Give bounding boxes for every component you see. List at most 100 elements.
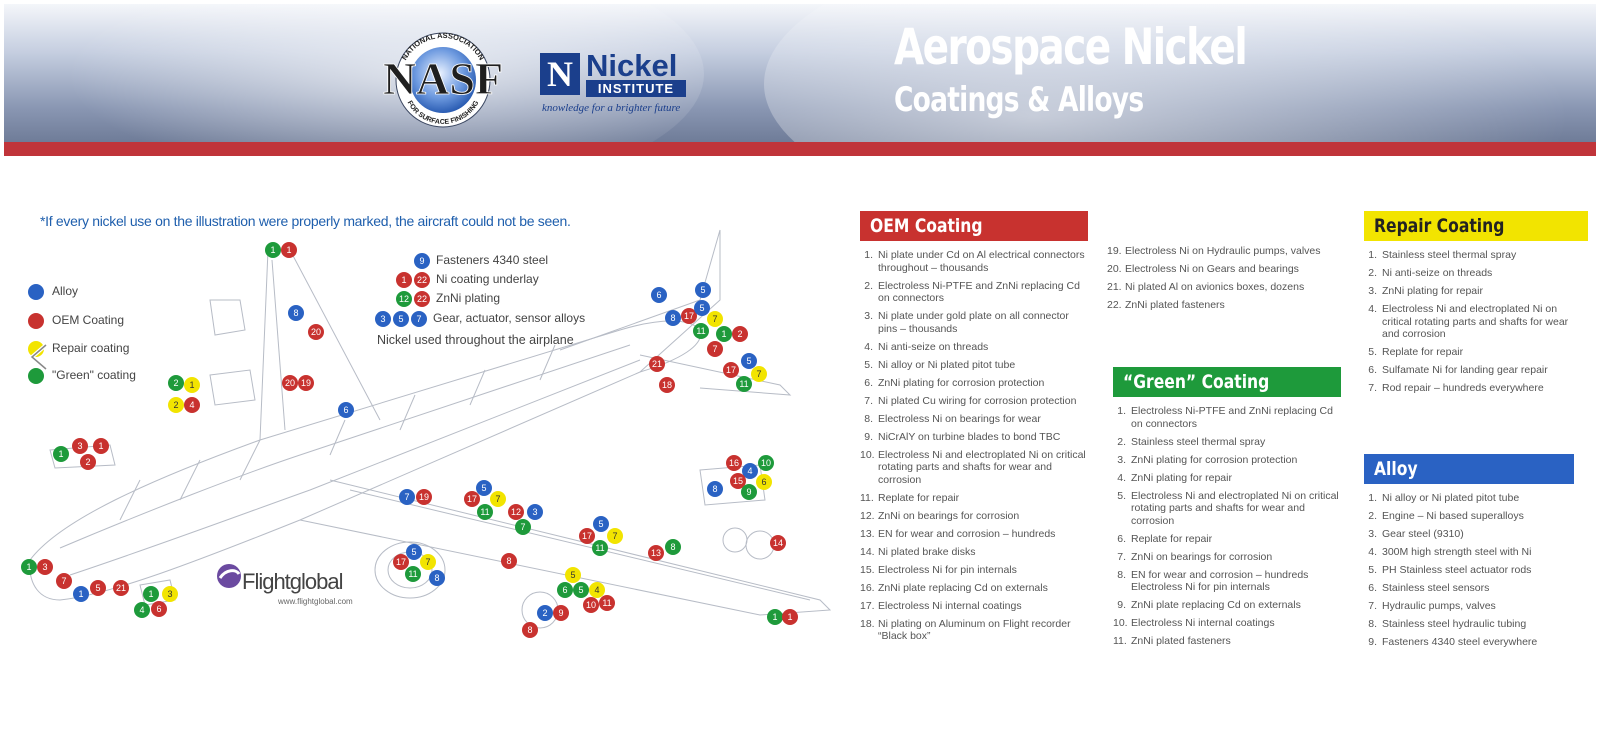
alloy-header: Alloy (1364, 454, 1574, 484)
yellow-dot-icon (28, 341, 44, 357)
list-item: 5. Electroless Ni and electroplated Ni on… (1113, 490, 1341, 528)
list-item: 5.Ni alloy or Ni plated pitot tube (860, 359, 1088, 372)
item-number: 12. (860, 509, 875, 522)
callout-marker: 9 (741, 484, 757, 500)
item-text: NiCrAlY on turbine blades to bond TBC (878, 430, 1061, 443)
callout-marker: 11 (599, 595, 615, 611)
list-item: 14.Ni plated brake disks (860, 546, 1088, 559)
callout-marker: 1 (143, 586, 159, 602)
list-item: 5.PH Stainless steel actuator rods (1364, 564, 1574, 577)
list-item: 6.Replate for repair (1113, 533, 1341, 546)
callout-marker: 14 (770, 535, 786, 551)
list-item: 3.Gear steel (9310) (1364, 528, 1574, 541)
callout-marker: 20 (308, 324, 324, 340)
item-number: 7. (1368, 382, 1377, 394)
list-item: 21.Ni plated Al on avionics boxes, dozen… (1107, 281, 1337, 294)
callout-marker: 1 (73, 586, 89, 602)
list-item: 8.Electroless Ni on bearings for wear (860, 413, 1088, 426)
callout-marker: 3 (72, 438, 88, 454)
legend-oem: OEM Coating (28, 313, 124, 329)
callout-marker: 15 (730, 473, 746, 489)
item-text: ZnNi plated fasteners (1131, 635, 1231, 647)
callout-marker: 2 (80, 454, 96, 470)
item-text: Electroless Ni and electroplated Ni on c… (1131, 489, 1339, 527)
list-item: 1.Ni alloy or Ni plated pitot tube (1364, 492, 1574, 505)
item-text: ZnNi plated fasteners (1125, 299, 1225, 311)
callout-marker: 4 (184, 397, 200, 413)
callout-marker: 1 (265, 242, 281, 258)
list-item: 20.Electroless Ni on Gears and bearings (1107, 263, 1337, 276)
item-number: 5. (1117, 489, 1126, 502)
item-number: 16. (860, 581, 875, 594)
callout-marker: 17 (681, 308, 697, 324)
red-dot-icon (28, 313, 44, 329)
callout-marker: 4 (589, 582, 605, 598)
callout-marker: 10 (758, 455, 774, 471)
callout-marker: 6 (651, 287, 667, 303)
nickel-mark: N (540, 53, 580, 95)
list-item: 11.ZnNi plated fasteners (1113, 635, 1341, 648)
list-item: 2.Ni anti-seize on threads (1364, 267, 1588, 280)
item-text: 300M high strength steel with Ni (1382, 546, 1532, 558)
item-number: 9. (864, 430, 873, 443)
list-item: 1.Ni plate under Cd on Al electrical con… (860, 249, 1088, 274)
callout-marker: 7 (707, 341, 723, 357)
callout-marker: 8 (665, 310, 681, 326)
item-number: 4. (1368, 303, 1377, 315)
item-text: ZnNi plate replacing Cd on externals (878, 581, 1048, 594)
item-text: Ni plated Al on avionics boxes, dozens (1125, 281, 1305, 293)
banner-swirl (4, 4, 704, 142)
item-text: Replate for repair (878, 491, 960, 504)
callout-marker: 1 (184, 377, 200, 393)
item-text: Replate for repair (1131, 532, 1213, 545)
callout-marker: 11 (736, 376, 752, 392)
callout-marker: 1 (767, 609, 783, 625)
item-text: EN for wear and corrosion – hundreds Ele… (1131, 568, 1309, 594)
callout-marker: 17 (723, 362, 739, 378)
callout-marker: 17 (464, 491, 480, 507)
callout-marker: 7 (490, 491, 506, 507)
item-number: 4. (1368, 546, 1377, 558)
callout-marker: 6 (756, 474, 772, 490)
nickel-institute-logo: N Nickel INSTITUTE knowledge for a brigh… (540, 48, 710, 120)
list-item: 3.ZnNi plating for repair (1364, 285, 1588, 298)
oem-coating-list-cont: 19.Electroless Ni on Hydraulic pumps, va… (1107, 245, 1337, 312)
item-number: 14. (860, 545, 875, 558)
chevron-left-icon[interactable] (26, 342, 56, 372)
nasf-logo: NATIONAL ASSOCIATION FOR SURFACE FINISHI… (383, 31, 503, 128)
banner-swirl (764, 4, 1596, 142)
callout-marker: 7 (607, 528, 623, 544)
item-number: 22. (1107, 299, 1122, 311)
oem-coating-header: OEM Coating (860, 211, 1088, 241)
repair-coating-section: Repair Coating 1.Stainless steel thermal… (1364, 211, 1588, 400)
item-text: Stainless steel hydraulic tubing (1382, 618, 1527, 630)
callout-marker: 1 (782, 609, 798, 625)
list-item: 19.Electroless Ni on Hydraulic pumps, va… (1107, 245, 1337, 258)
list-item: 7.Hydraulic pumps, valves (1364, 600, 1574, 613)
callout-marker: 5 (90, 580, 106, 596)
item-number: 1. (1368, 492, 1377, 504)
item-text: Engine – Ni based superalloys (1382, 510, 1524, 522)
callout-marker: 1 (21, 559, 37, 575)
item-number: 4. (864, 340, 873, 353)
list-item: 12.ZnNi on bearings for corrosion (860, 510, 1088, 523)
callout-marker: 7 (707, 311, 723, 327)
list-item: 4.ZnNi plating for repair (1113, 472, 1341, 485)
item-text: Ni anti-seize on threads (878, 340, 989, 353)
item-text: Electroless Ni and electroplated Ni on c… (1382, 303, 1569, 340)
callout-marker: 2 (537, 605, 553, 621)
callout-marker: 8 (707, 481, 723, 497)
item-text: Electroless Ni on Hydraulic pumps, valve… (1125, 245, 1321, 257)
institute-label: INSTITUTE (586, 80, 686, 97)
list-item: 16.ZnNi plate replacing Cd on externals (860, 582, 1088, 595)
callout-marker: 7 (399, 489, 415, 505)
alloy-section: Alloy 1.Ni alloy or Ni plated pitot tube… (1364, 454, 1574, 654)
item-number: 8. (1117, 568, 1126, 581)
list-item: 10.Electroless Ni internal coatings (1113, 617, 1341, 630)
callout-marker: 2 (168, 397, 184, 413)
item-number: 6. (1368, 582, 1377, 594)
item-number: 18. (860, 617, 875, 630)
